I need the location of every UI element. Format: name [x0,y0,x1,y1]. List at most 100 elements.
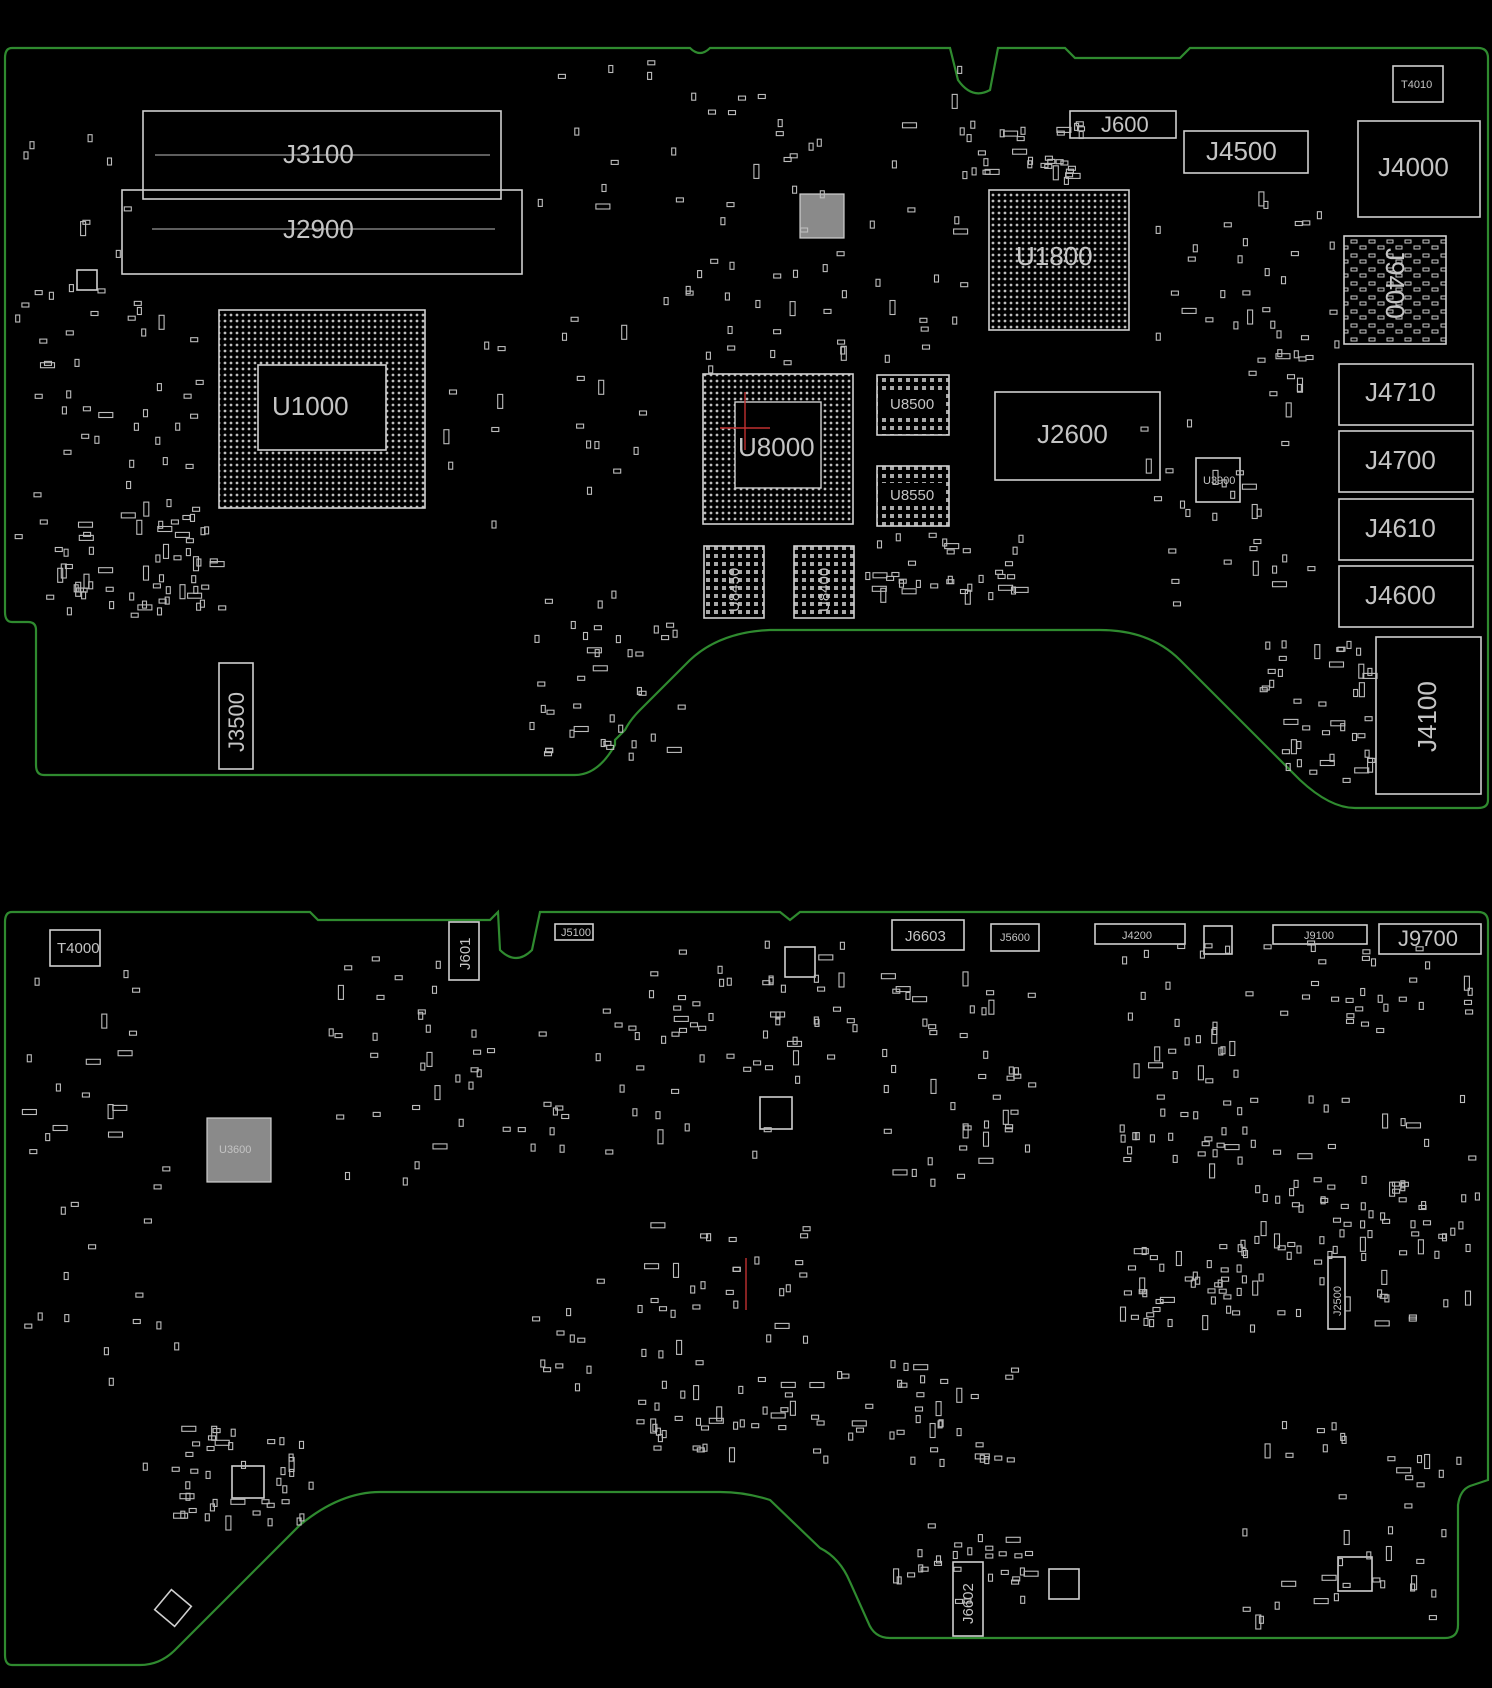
passive-component [792,1036,798,1045]
passive-component [930,583,939,589]
passive-component [39,362,56,369]
passive-component [954,1542,963,1548]
passive-component [130,612,139,618]
passive-component [209,1503,215,1512]
passive-component [185,463,194,469]
passive-component [530,1143,536,1152]
passive-component [684,1123,690,1132]
passive-component [573,725,589,733]
passive-component [641,1348,647,1357]
passive-component [1358,663,1365,679]
passive-component [818,954,834,961]
passive-component [1277,1245,1286,1251]
passive-component [1014,1553,1023,1559]
passive-component [1273,1149,1282,1155]
passive-component [975,1442,984,1448]
passive-component [34,977,40,986]
passive-component [1271,581,1288,588]
passive-component [1127,1146,1133,1155]
passive-component [823,308,832,314]
passive-component [956,1387,963,1403]
passive-component [1377,1289,1383,1298]
passive-component [605,1149,614,1155]
label-j9100: J9100 [1304,930,1334,942]
passive-component [555,1105,564,1111]
passive-component [1360,1021,1370,1027]
top-passives [14,60,1378,783]
passive-component [1207,1288,1216,1294]
passive-component [921,344,931,350]
passive-component [1300,335,1310,341]
passive-component [1321,1574,1337,1581]
passive-component [1261,685,1270,691]
passive-component [344,1171,351,1181]
passive-component [738,1385,744,1394]
passive-component [638,410,648,416]
passive-component [1010,586,1017,595]
passive-component [970,1393,979,1400]
passive-component [555,1363,564,1369]
passive-component [132,987,141,993]
connector-j2900 [121,189,523,275]
passive-component [1012,1576,1021,1582]
passive-component [1165,468,1174,474]
passive-component [1341,1097,1350,1103]
passive-component [789,153,798,159]
passive-component [1296,740,1302,750]
small-ic [1337,1556,1373,1592]
chip-u8400 [793,545,855,619]
passive-component [1171,578,1180,584]
passive-component [695,1360,704,1366]
passive-component [1005,1536,1021,1543]
connector-j4100 [1375,636,1482,795]
top-side: J3100 J2900 J600 J4500 J4000 J9400 J4710… [3,46,1490,810]
passive-component [940,1378,949,1384]
passive-component [658,1306,668,1312]
passive-component [905,991,911,1000]
passive-component [1333,1593,1339,1602]
passive-component [1316,1428,1325,1434]
passive-component [933,274,940,283]
passive-component [1285,402,1292,418]
passive-component [1404,1503,1413,1509]
passive-component [1024,1550,1034,1557]
passive-component [1332,1217,1342,1223]
passive-component [157,525,173,533]
label-t4000: T4000 [57,940,100,957]
bottom-passives [21,940,1480,1630]
passive-component [837,339,846,345]
passive-component [370,1052,379,1058]
passive-component [1236,1287,1242,1296]
passive-component [1342,777,1351,783]
passive-component [800,1233,809,1239]
passive-component [188,1507,197,1514]
passive-component [1065,172,1074,178]
passive-component [655,1111,661,1120]
passive-component [1329,309,1338,315]
passive-component [192,556,200,572]
passive-component [1463,999,1473,1005]
passive-component [775,131,784,137]
passive-component [1361,1175,1367,1184]
passive-component [174,531,190,538]
passive-component [1264,268,1270,277]
passive-component [1023,1570,1039,1577]
passive-component [962,1123,969,1139]
passive-component [1181,307,1197,314]
passive-component [1160,1108,1166,1117]
passive-component [1270,320,1276,329]
passive-component [24,1323,33,1329]
passive-component [1327,1143,1336,1150]
passive-component [1411,1231,1420,1237]
passive-component [1179,500,1186,509]
passive-component [601,183,607,193]
passive-component [594,441,600,450]
passive-component [1345,997,1354,1003]
passive-component [832,1006,842,1012]
passive-component [979,1454,985,1463]
passive-component [1338,1494,1347,1500]
passive-component [1005,1374,1014,1380]
passive-component [1250,1097,1259,1103]
passive-component [907,560,917,566]
passive-component [455,1074,461,1083]
